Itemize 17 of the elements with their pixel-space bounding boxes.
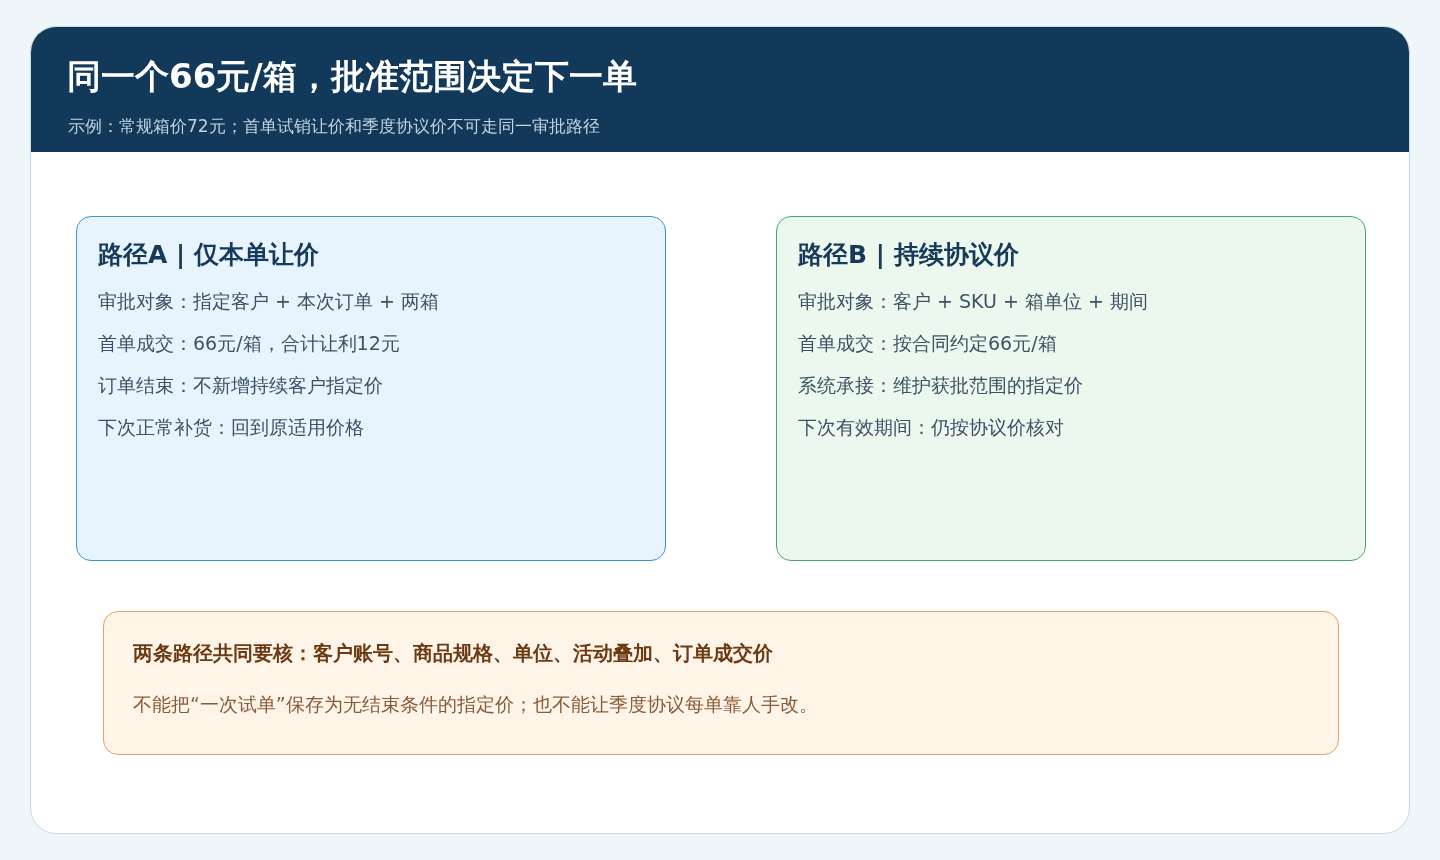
path-card [776,216,1366,561]
card-text: 审批对象：客户 + SKU + 箱单位 + 期间 [798,288,1148,314]
card-text: 下次正常补货：回到原适用价格 [98,414,364,440]
card-text: 不能把“一次试单”保存为无结束条件的指定价；也不能让季度协议每单靠人手改。 [133,691,818,717]
path-card [76,216,666,561]
card-heading: 两条路径共同要核：客户账号、商品规格、单位、活动叠加、订单成交价 [133,640,773,667]
card-text: 系统承接：维护获批范围的指定价 [798,372,1083,398]
subtitle: 示例：常规箱价72元；首单试销让价和季度协议价不可走同一审批路径 [68,115,600,138]
note-box [103,611,1339,755]
card-text: 下次有效期间：仍按协议价核对 [798,414,1064,440]
card-heading: 路径A | 仅本单让价 [98,238,319,271]
card-heading: 路径B | 持续协议价 [798,238,1019,271]
card-text: 首单成交：按合同约定66元/箱 [798,330,1057,356]
card-text: 订单结束：不新增持续客户指定价 [98,372,383,398]
title: 同一个66元/箱，批准范围决定下一单 [67,55,637,98]
card-text: 首单成交：66元/箱，合计让利12元 [98,330,400,356]
card-text: 审批对象：指定客户 + 本次订单 + 两箱 [98,288,439,314]
